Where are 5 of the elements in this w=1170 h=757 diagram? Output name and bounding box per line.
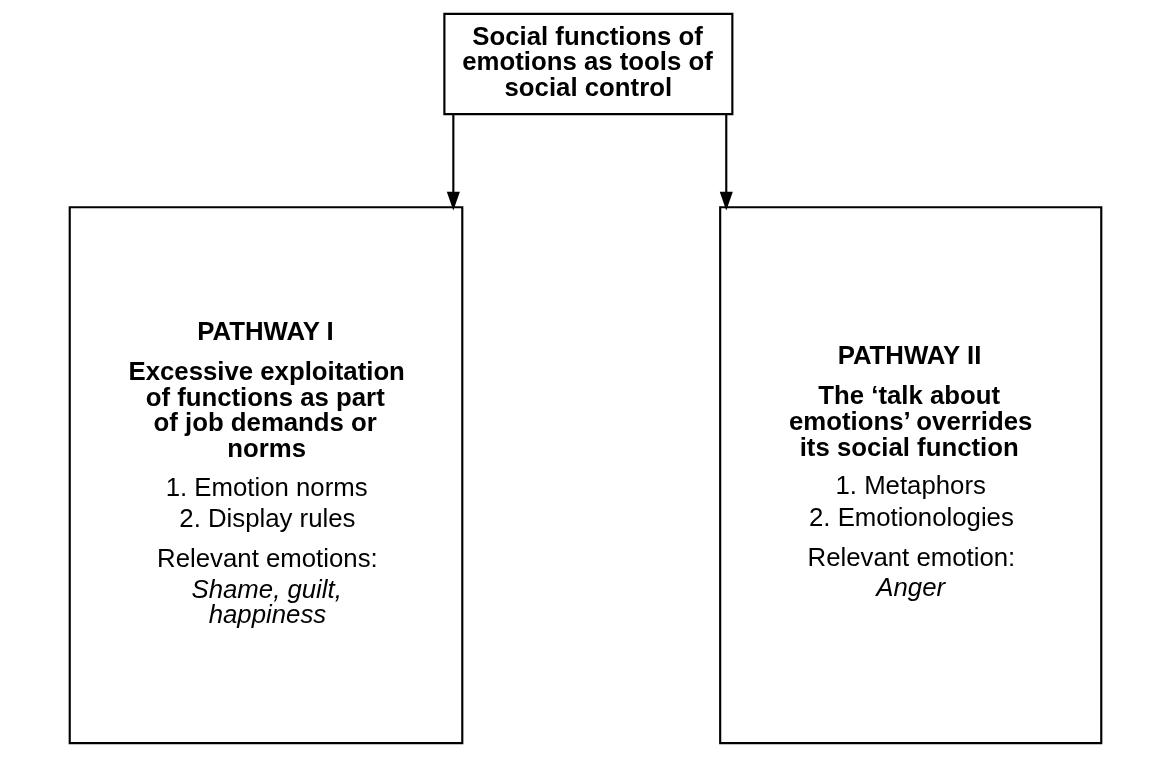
node-box: PATHWAY II The ‘talk about emotions’ overrides its social function 1. Metaphors 2. Emotionologies Relevant emotion: Anger <box>718 206 1102 745</box>
node-box: PATHWAY I Excessive exploitation of functions as part of job demands or norms 1. Emotion norms 2. Display rules Relevant emotions: Shame, guilt, happiness <box>68 206 463 745</box>
node-box: Social functions of emotions as tools of social control <box>442 12 733 116</box>
arrow <box>446 114 460 211</box>
arrow <box>719 114 733 211</box>
